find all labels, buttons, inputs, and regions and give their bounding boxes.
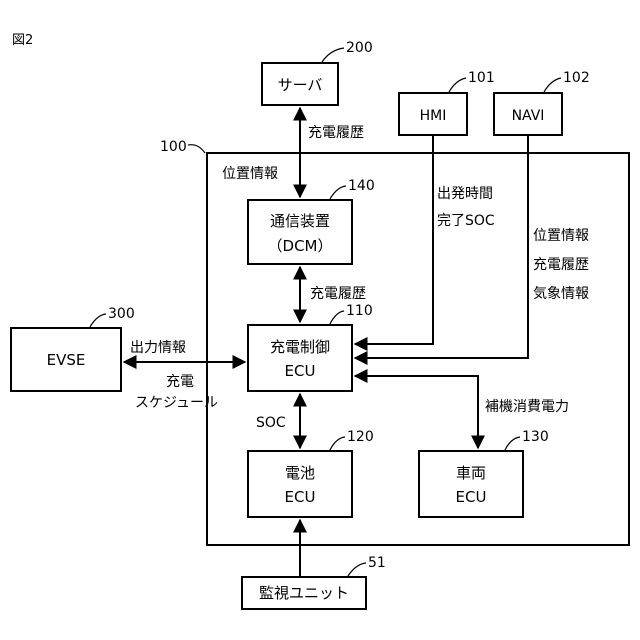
dcm-ref: 140 (348, 178, 375, 194)
figure-label: 図2 (12, 33, 33, 48)
server-label: サーバ (278, 76, 323, 94)
charge-ecu-ref: 110 (346, 303, 373, 319)
server-dcm-label-2: 位置情報 (222, 166, 278, 182)
charge-ecu-box (248, 325, 352, 391)
evse-label: EVSE (47, 351, 86, 369)
monitor-ref: 51 (368, 555, 386, 571)
evse-in-label-1: 充電 (166, 374, 194, 390)
aux-label: 補機消費電力 (485, 399, 569, 415)
evse-in-label-2: スケジュール (135, 395, 218, 411)
navi-label-3: 気象情報 (533, 286, 589, 302)
body-ecu-box (419, 451, 523, 517)
dcm-line1: 通信装置 (270, 212, 330, 230)
navi-ref: 102 (563, 70, 590, 86)
evse-ref: 300 (108, 306, 135, 322)
hmi-label: HMI (420, 108, 447, 124)
monitor-ref-leader (348, 563, 366, 576)
server-ref: 200 (346, 40, 373, 56)
charge-ecu-line1: 充電制御 (270, 338, 330, 356)
charge-ecu-line2: ECU (285, 362, 316, 380)
hmi-label-1: 出発時間 (437, 186, 493, 202)
battery-ecu-line1: 電池 (285, 464, 315, 482)
server-dcm-label-1: 充電履歴 (308, 125, 364, 141)
battery-ecu-box (248, 451, 352, 517)
body-ecu-ref: 130 (522, 429, 549, 445)
dcm-line2: （DCM） (268, 237, 333, 255)
monitor-label: 監視ユニット (259, 584, 349, 602)
soc-label: SOC (256, 415, 286, 431)
evse-ref-leader (90, 314, 106, 327)
server-ref-leader (322, 48, 344, 62)
dcm-ecu-label: 充電履歴 (310, 286, 366, 302)
hmi-label-2: 完了SOC (437, 213, 495, 229)
navi-label: NAVI (512, 108, 545, 124)
hmi-ref-leader (449, 78, 466, 92)
navi-ref-leader (544, 78, 561, 92)
battery-ecu-line2: ECU (285, 488, 316, 506)
body-ecu-line2: ECU (456, 488, 487, 506)
battery-ecu-ref: 120 (347, 429, 374, 445)
vehicle-ref: 100 (160, 139, 187, 155)
evse-out-label: 出力情報 (130, 340, 186, 356)
navi-label-1: 位置情報 (533, 228, 589, 244)
body-ecu-line1: 車両 (456, 464, 486, 482)
vehicle-ref-leader (188, 145, 205, 153)
navi-label-2: 充電履歴 (533, 257, 589, 273)
hmi-ref: 101 (468, 70, 495, 86)
